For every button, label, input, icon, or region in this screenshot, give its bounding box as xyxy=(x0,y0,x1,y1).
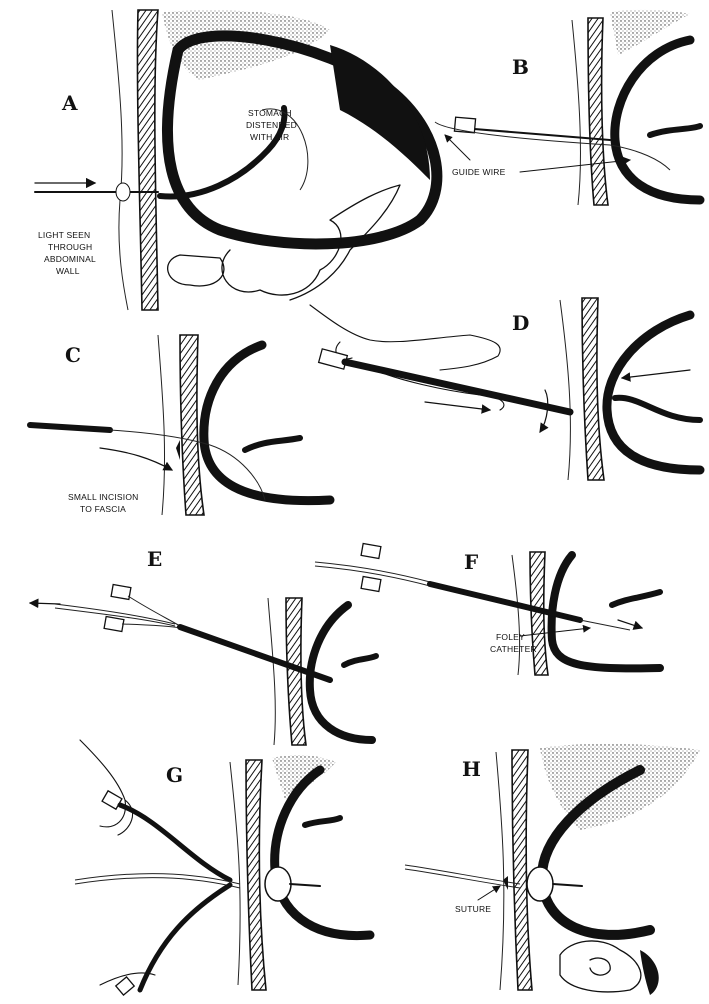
panel-letter-d: D xyxy=(512,311,529,335)
label-stomach: STOMACH xyxy=(248,108,292,118)
panel-d: D xyxy=(310,298,700,480)
panel-letter-f: F xyxy=(464,550,478,574)
suture-pointer xyxy=(478,886,500,900)
foley-tip xyxy=(290,884,320,886)
label-through: THROUGH xyxy=(48,242,92,252)
catheter-hub-bottom xyxy=(104,617,124,632)
catheter-withdraw-arrow xyxy=(30,603,60,604)
liver-shading xyxy=(610,10,690,55)
transillumination-spot xyxy=(116,183,130,201)
label-suture: SUTURE xyxy=(455,904,491,914)
endoscope xyxy=(245,438,300,450)
skin-line xyxy=(112,10,128,310)
catheter-upper xyxy=(120,805,230,880)
label-distended: DISTENDED xyxy=(246,120,297,130)
label-to-fascia: TO FASCIA xyxy=(80,504,126,514)
rotate-arrow xyxy=(540,390,548,432)
panel-letter-a: A xyxy=(61,91,78,115)
skin-line xyxy=(268,598,275,745)
label-abdominal: ABDOMINAL xyxy=(44,254,96,264)
catheter-advance-arrow xyxy=(618,620,642,628)
catheter-hub-bottom xyxy=(361,577,381,592)
abdominal-wall xyxy=(246,760,266,990)
incision-mark xyxy=(176,440,180,460)
panel-letter-c: C xyxy=(65,343,81,367)
endoscope xyxy=(615,398,700,420)
foley-balloon xyxy=(265,867,291,901)
panel-f: F FOLEY CATHETER xyxy=(315,544,660,675)
catheter-hub-top xyxy=(361,544,381,559)
foley-balloon xyxy=(527,867,553,901)
label-with-air: WITH AIR xyxy=(250,132,289,142)
panel-c: C SMALL INCISION TO FASCIA xyxy=(30,335,330,515)
skin-line xyxy=(158,335,165,515)
bowel-loops xyxy=(560,941,641,992)
skin-line xyxy=(560,300,570,480)
dilator xyxy=(345,362,570,412)
abdominal-wall xyxy=(588,18,608,205)
panel-g: G xyxy=(75,740,370,995)
dilator xyxy=(30,425,110,430)
dilator-hub xyxy=(319,349,348,369)
skin-line xyxy=(512,555,520,675)
panel-letter-g: G xyxy=(166,763,183,787)
label-foley: FOLEY xyxy=(496,632,525,642)
endoscope xyxy=(305,818,340,825)
panel-a: A STOMACH DISTENDED WITH AIR LIGHT SEEN … xyxy=(35,10,437,310)
bowel-shadow xyxy=(640,950,659,995)
panel-h: H SUTURE xyxy=(405,744,700,995)
foley-tip xyxy=(553,884,582,886)
skin-line xyxy=(230,762,240,985)
panel-letter-h: H xyxy=(462,757,481,781)
foley-catheter xyxy=(405,865,520,888)
label-light-seen: LIGHT SEEN xyxy=(38,230,90,240)
panel-letter-e: E xyxy=(147,547,162,571)
label-catheter: CATHETER xyxy=(490,644,537,654)
guide-wire-arrow-right xyxy=(520,160,630,172)
label-wall: WALL xyxy=(56,266,80,276)
panel-letter-b: B xyxy=(512,55,529,79)
stomach-wall xyxy=(204,345,330,501)
label-small-incision: SMALL INCISION xyxy=(68,492,139,502)
panel-b: B GUIDE WIRE xyxy=(435,10,700,205)
hand-upper xyxy=(80,740,133,835)
catheter-hub-bottom xyxy=(116,977,134,995)
sheath xyxy=(180,627,330,680)
push-arrow xyxy=(425,402,490,410)
panel-e: E xyxy=(30,547,376,745)
abdominal-wall xyxy=(582,298,604,480)
abdominal-wall xyxy=(512,750,532,990)
stomach-wall xyxy=(552,555,660,668)
label-guide-wire: GUIDE WIRE xyxy=(452,167,506,177)
endoscope xyxy=(650,126,700,135)
endoscope-arrow xyxy=(622,370,690,378)
liver-shading xyxy=(540,744,700,830)
skin-line xyxy=(572,20,580,205)
abdominal-wall xyxy=(137,10,158,310)
stomach-wall xyxy=(615,40,700,200)
dilator-arrow xyxy=(100,448,172,470)
guide-wire-arrow-left xyxy=(445,135,470,160)
skin-line xyxy=(496,752,504,990)
catheter-middle xyxy=(75,874,240,888)
catheter-hub-top xyxy=(111,585,131,600)
stomach-wall xyxy=(310,605,372,740)
endoscope xyxy=(344,656,376,665)
endoscope xyxy=(612,592,660,605)
stomach-wall xyxy=(607,315,700,470)
